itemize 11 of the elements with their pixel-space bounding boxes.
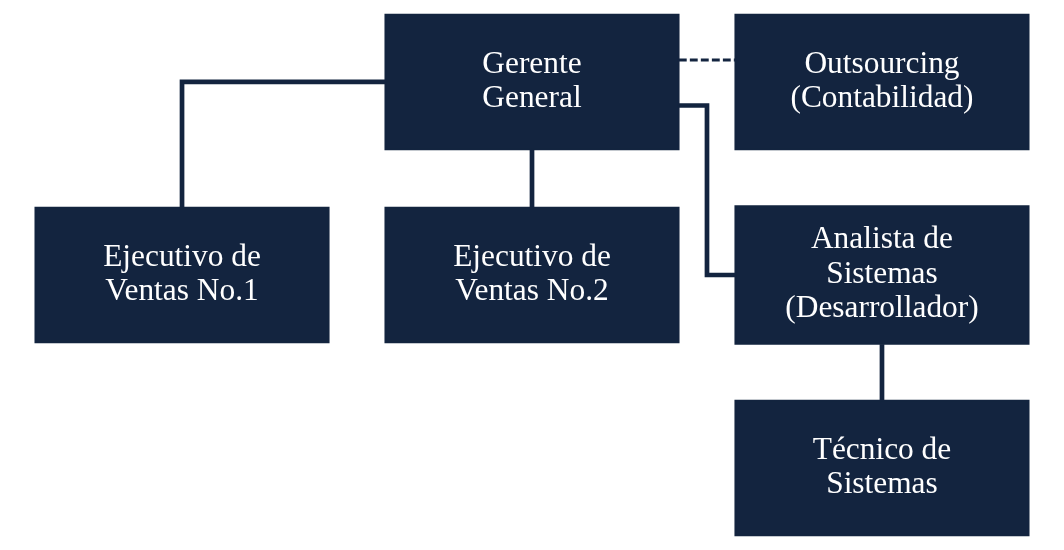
node-box: Gerente General [384,13,680,151]
node-box: Ejecutivo de Ventas No.2 [384,206,680,344]
node-box: Analista de Sistemas (Desarrollador) [734,205,1030,345]
connector [529,149,535,208]
connector [678,103,736,278]
node-box: Ejecutivo de Ventas No.1 [34,206,330,344]
node-box: Técnico de Sistemas [734,399,1030,537]
connector [879,344,885,400]
connector [179,79,386,208]
node-box: Outsourcing (Contabilidad) [734,13,1030,151]
connector [678,58,735,62]
